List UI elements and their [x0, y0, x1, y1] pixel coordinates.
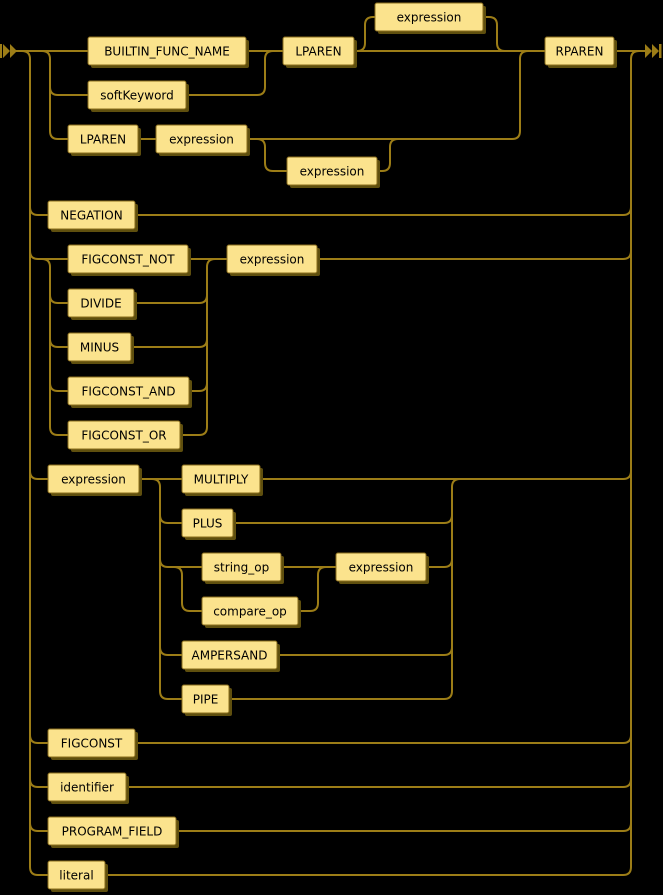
node-box — [67, 244, 189, 274]
node-box — [67, 376, 190, 406]
node-label: FIGCONST — [61, 737, 123, 751]
node-box — [87, 36, 247, 66]
node-expression-paren-loop[interactable]: expression — [286, 156, 380, 188]
node-rparen: RPAREN — [544, 36, 617, 68]
node-box — [201, 596, 299, 626]
node-label: string_op — [214, 561, 269, 575]
node-label: literal — [59, 869, 93, 883]
node-label: LPAREN — [295, 45, 341, 59]
node-box — [47, 816, 177, 846]
rail-unary-group — [41, 250, 632, 436]
node-box — [544, 36, 615, 66]
railroad-start-icon — [0, 44, 17, 58]
node-box — [181, 640, 278, 670]
node-box — [87, 80, 187, 110]
node-label: MULTIPLY — [194, 473, 249, 487]
rail-args-loop — [356, 16, 506, 52]
node-box — [226, 244, 318, 274]
node-box — [67, 124, 139, 154]
node-box — [47, 772, 127, 802]
railroad-end-icon — [645, 44, 662, 58]
node-softkeyword[interactable]: softKeyword — [87, 80, 189, 112]
node-figconst: FIGCONST — [47, 728, 138, 760]
node-box — [201, 552, 282, 582]
node-label: expression — [61, 473, 126, 487]
node-literal[interactable]: literal — [47, 860, 108, 892]
node-expression-args-loop[interactable]: expression — [374, 2, 486, 34]
node-minus: MINUS — [67, 332, 134, 364]
node-program-field: PROGRAM_FIELD — [47, 816, 179, 848]
node-label: expression — [349, 561, 414, 575]
node-label: identifier — [60, 781, 114, 795]
node-label: PROGRAM_FIELD — [62, 825, 163, 839]
rail-main-spine — [21, 50, 68, 876]
node-plus: PLUS — [181, 508, 236, 540]
node-box — [47, 464, 140, 494]
node-figconst-or: FIGCONST_OR — [67, 420, 183, 452]
node-expression-binary-left[interactable]: expression — [47, 464, 142, 496]
node-label: MINUS — [80, 341, 119, 355]
node-box — [47, 860, 106, 890]
node-ampersand: AMPERSAND — [181, 640, 280, 672]
rail-negation-line — [135, 206, 632, 216]
node-box — [67, 420, 181, 450]
node-pipe: PIPE — [181, 684, 232, 716]
node-box — [181, 684, 230, 714]
node-label: DIVIDE — [80, 297, 121, 311]
node-label: expression — [300, 165, 365, 179]
node-lparen-call: LPAREN — [282, 36, 357, 68]
node-label: NEGATION — [60, 209, 122, 223]
node-figconst-and: FIGCONST_AND — [67, 376, 192, 408]
node-box — [286, 156, 378, 186]
node-negation: NEGATION — [47, 200, 138, 232]
node-divide: DIVIDE — [67, 288, 137, 320]
node-label: RPAREN — [556, 45, 604, 59]
node-box — [181, 464, 261, 494]
node-label: softKeyword — [100, 89, 174, 103]
node-box — [374, 2, 484, 32]
node-builtin-func-name: BUILTIN_FUNC_NAME — [87, 36, 249, 68]
node-label: FIGCONST_AND — [82, 385, 176, 399]
node-lparen-paren: LPAREN — [67, 124, 141, 156]
node-label: FIGCONST_NOT — [81, 253, 175, 267]
node-label: AMPERSAND — [192, 649, 268, 663]
node-label: PIPE — [193, 693, 219, 707]
node-label: PLUS — [193, 517, 223, 531]
node-identifier[interactable]: identifier — [47, 772, 129, 804]
node-compare-op[interactable]: compare_op — [201, 596, 301, 628]
node-label: expression — [240, 253, 305, 267]
node-expression-unary[interactable]: expression — [226, 244, 320, 276]
node-box — [47, 200, 136, 230]
node-figconst-not: FIGCONST_NOT — [67, 244, 191, 276]
node-box — [67, 288, 135, 318]
node-box — [155, 124, 248, 154]
node-box — [335, 552, 427, 582]
node-expression-paren[interactable]: expression — [155, 124, 250, 156]
node-expression-binary-right[interactable]: expression — [335, 552, 429, 584]
rail-binary-group — [139, 470, 632, 700]
node-box — [282, 36, 355, 66]
rail-call-branch — [41, 50, 529, 172]
rail-tail-lines — [105, 50, 640, 876]
node-label: expression — [169, 133, 234, 147]
node-box — [47, 728, 136, 758]
node-box — [67, 332, 132, 362]
node-string-op[interactable]: string_op — [201, 552, 284, 584]
node-box — [181, 508, 234, 538]
node-label: compare_op — [213, 605, 287, 619]
node-label: BUILTIN_FUNC_NAME — [104, 45, 230, 59]
node-label: expression — [397, 11, 462, 25]
node-multiply: MULTIPLY — [181, 464, 263, 496]
node-label: FIGCONST_OR — [81, 429, 166, 443]
node-label: LPAREN — [80, 133, 126, 147]
